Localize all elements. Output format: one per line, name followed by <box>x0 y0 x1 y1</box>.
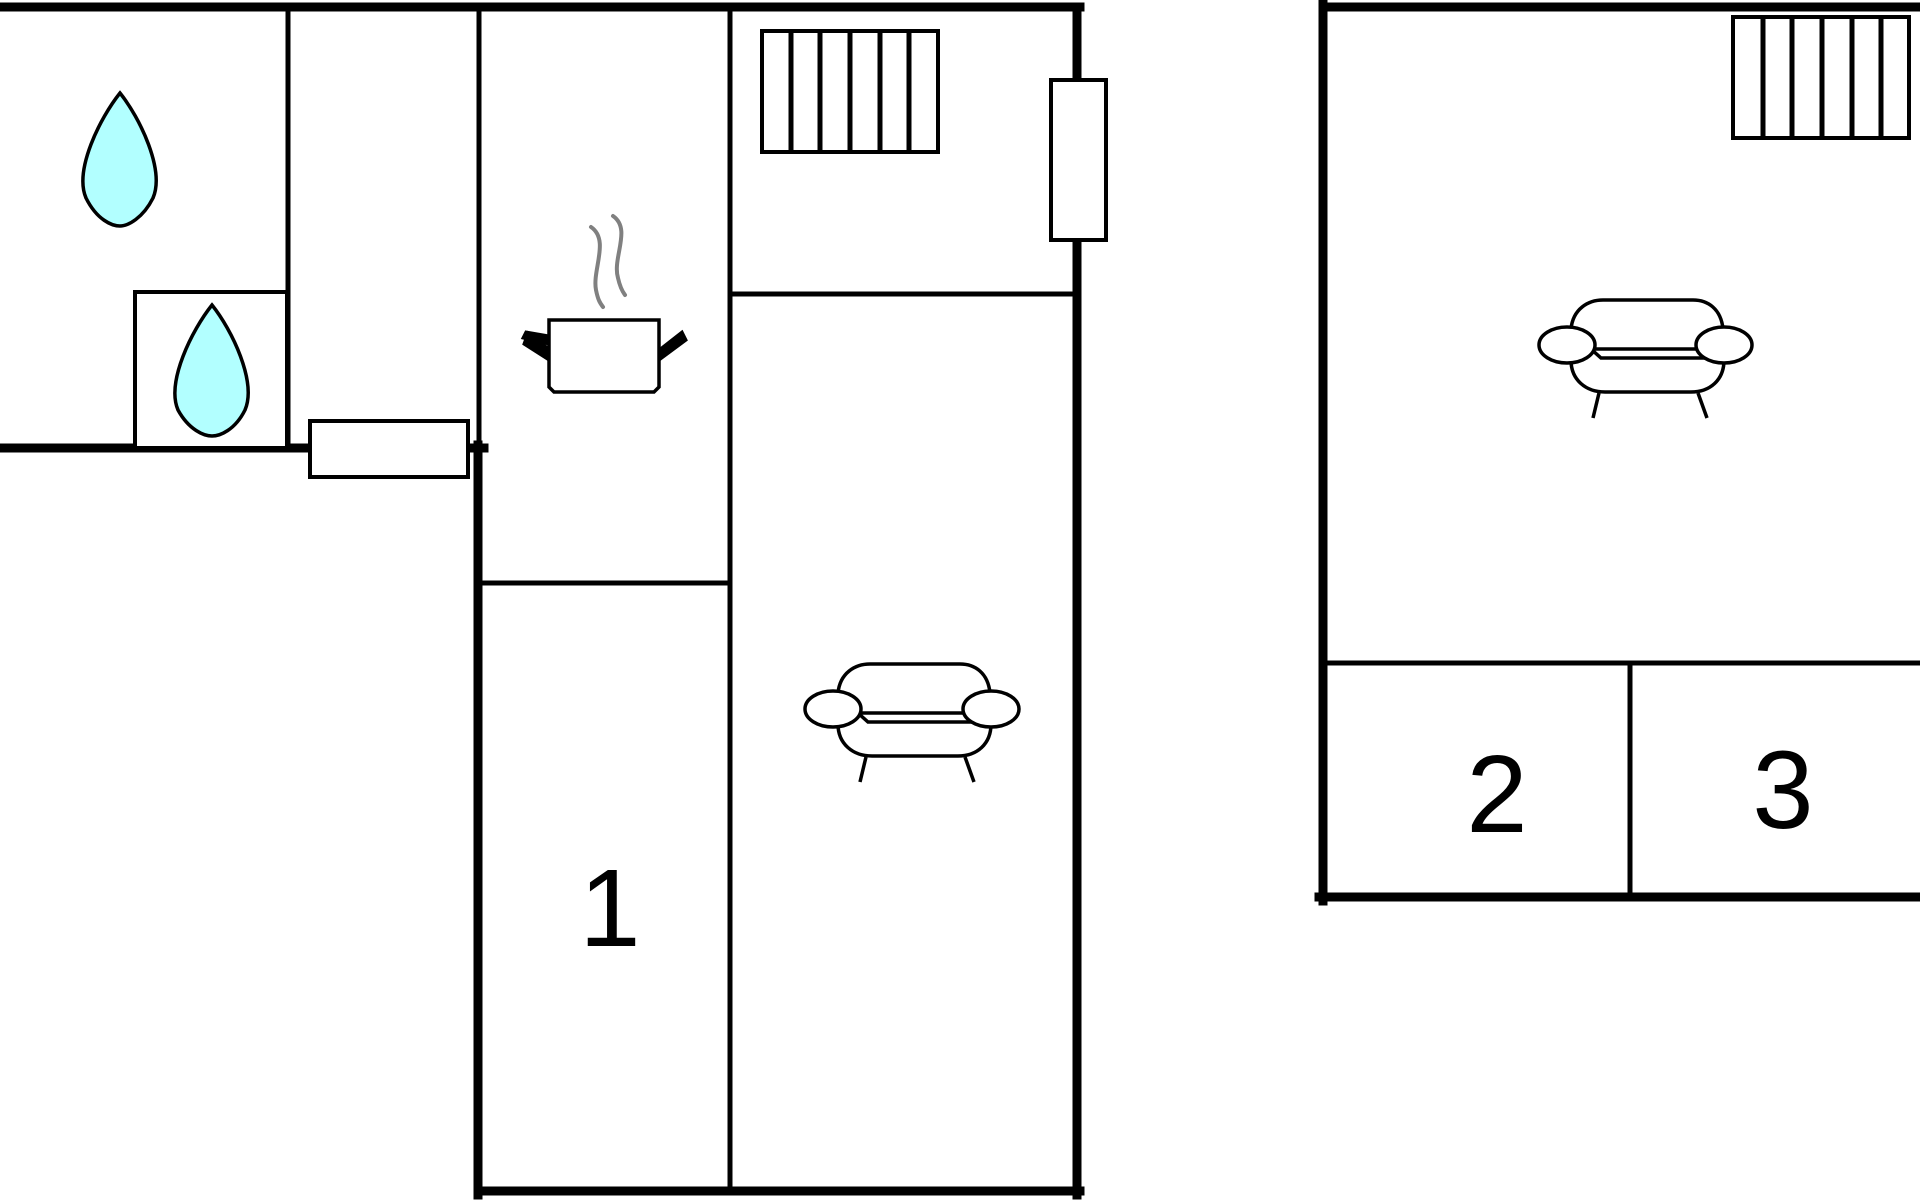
sofa-icon <box>1537 298 1754 419</box>
side-window <box>1049 78 1108 242</box>
room-number-2: 2 <box>1466 733 1527 856</box>
cooking-pot-icon <box>520 214 688 394</box>
water-drop-icon <box>173 302 250 438</box>
right-building-walls <box>1314 0 1920 906</box>
radiator-icon <box>760 29 940 154</box>
radiator-icon <box>1731 15 1911 140</box>
room-number-1: 1 <box>579 847 640 970</box>
water-drop-icon <box>81 90 158 228</box>
sofa-icon <box>803 662 1021 783</box>
room-number-3: 3 <box>1752 729 1813 852</box>
left-building-walls <box>0 2 1085 1200</box>
left-building-partitions <box>285 7 1077 1195</box>
entry-door <box>308 419 470 479</box>
